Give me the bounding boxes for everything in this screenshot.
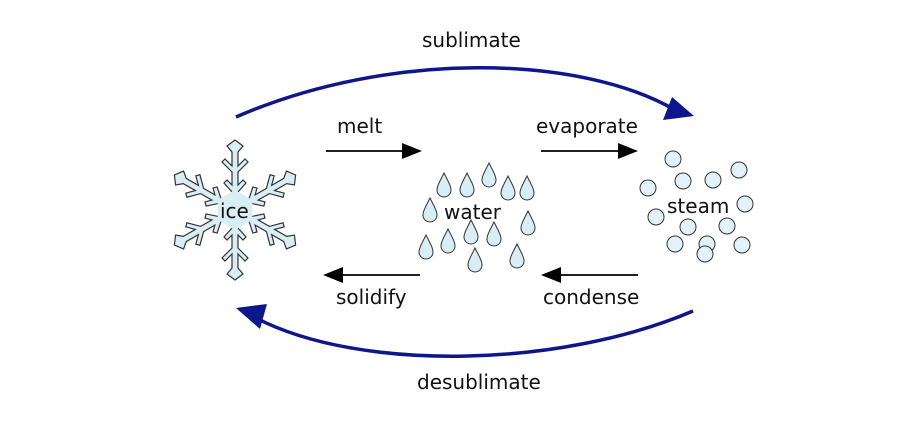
desublimate-arrowhead: [236, 304, 267, 329]
snowflake-icon: [173, 139, 297, 281]
water-drop-5: [519, 174, 535, 201]
evaporate-arrow: [541, 143, 638, 159]
steam-bubble-13: [696, 245, 714, 263]
water-drop-3: [459, 171, 475, 198]
evaporate-label: evaporate: [536, 114, 638, 138]
steam-bubble-9: [679, 218, 697, 236]
sublimate-arrowhead: [663, 97, 694, 120]
steam-bubble-2: [730, 161, 748, 179]
steam-bubble-3: [674, 172, 692, 190]
solidify-arrow: [323, 267, 420, 283]
steam-bubble-5: [639, 179, 657, 197]
water-drop-10: [463, 218, 479, 245]
steam-bubbles: [639, 150, 754, 263]
condense-arrow: [541, 267, 638, 283]
condense-label: condense: [543, 285, 640, 309]
water-label: water: [444, 200, 501, 224]
water-drop-9: [440, 227, 456, 254]
steam-label: steam: [667, 194, 730, 218]
melt-label: melt: [337, 114, 383, 138]
ice-label: ice: [220, 199, 249, 223]
steam-bubble-10: [666, 235, 684, 253]
water-drop-2: [436, 171, 452, 198]
steam-bubble-6: [736, 195, 754, 213]
water-drop-1: [481, 161, 497, 188]
steam-bubble-1: [664, 150, 682, 168]
sublimate-arrow: [235, 66, 676, 119]
water-drops: [418, 161, 536, 273]
melt-arrow: [326, 143, 422, 159]
steam-bubble-12: [733, 236, 751, 254]
desublimate-label: desublimate: [417, 370, 541, 394]
water-drop-11: [486, 220, 502, 247]
desublimate-arrow: [255, 309, 694, 358]
steam-bubble-7: [647, 208, 665, 226]
water-drop-7: [520, 209, 536, 236]
sublimate-label: sublimate: [422, 28, 521, 52]
steam-bubble-4: [704, 171, 722, 189]
water-drop-4: [500, 174, 516, 201]
steam-bubble-8: [718, 217, 736, 235]
water-drop-13: [467, 246, 483, 273]
solidify-label: solidify: [336, 285, 407, 309]
water-drop-12: [509, 242, 525, 269]
water-drop-6: [422, 196, 438, 223]
water-drop-8: [418, 233, 434, 260]
